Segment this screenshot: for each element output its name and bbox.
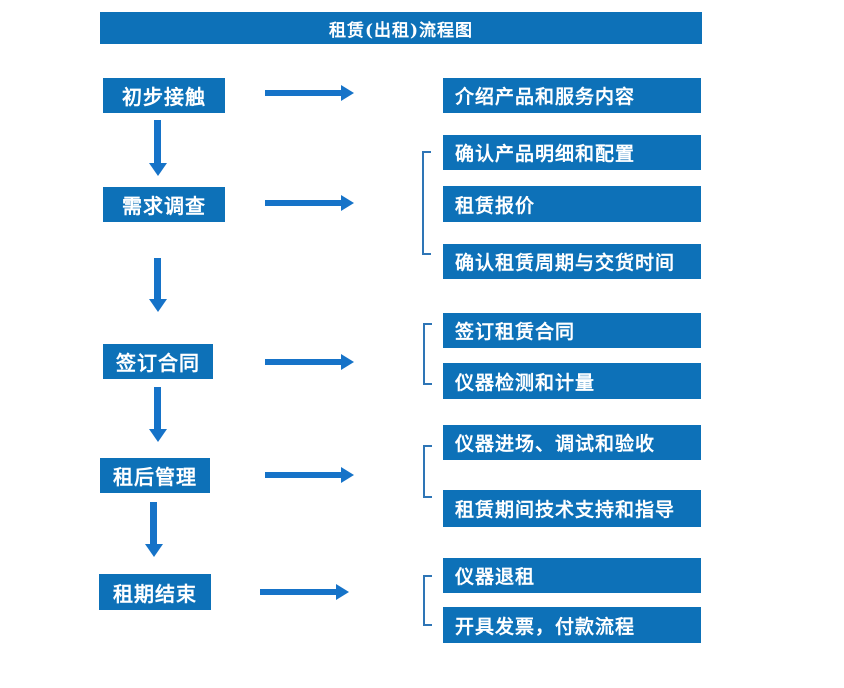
step-box-lease-end: 租期结束	[99, 574, 211, 610]
page-title: 租赁(出租)流程图	[100, 12, 702, 44]
down-arrow-icon	[154, 120, 161, 164]
detail-box-instrument-return: 仪器退租	[443, 558, 701, 593]
right-arrow-icon	[265, 200, 342, 206]
detail-box-rental-quote: 租赁报价	[443, 186, 701, 222]
down-arrow-icon	[150, 502, 157, 545]
detail-box-instrument-setup-acceptance: 仪器进场、调试和验收	[443, 425, 701, 460]
detail-box-technical-support: 租赁期间技术支持和指导	[443, 490, 701, 527]
detail-box-confirm-product-details: 确认产品明细和配置	[443, 135, 701, 170]
bracket-connector	[422, 151, 431, 255]
step-box-demand-survey: 需求调查	[103, 187, 225, 222]
detail-box-confirm-rental-period: 确认租赁周期与交货时间	[443, 244, 701, 279]
bracket-connector	[423, 445, 432, 498]
down-arrow-icon	[154, 258, 161, 300]
down-arrow-icon	[154, 387, 161, 430]
step-box-initial-contact: 初步接触	[103, 78, 225, 113]
right-arrow-icon	[265, 359, 342, 365]
detail-box-invoice-payment: 开具发票，付款流程	[443, 607, 701, 643]
right-arrow-icon	[265, 472, 342, 478]
bracket-connector	[423, 575, 432, 626]
detail-box-sign-rental-contract: 签订租赁合同	[443, 313, 701, 348]
detail-box-introduce-products: 介绍产品和服务内容	[443, 78, 701, 113]
right-arrow-icon	[260, 589, 337, 595]
step-box-sign-contract: 签订合同	[103, 344, 213, 379]
bracket-connector	[423, 323, 432, 385]
step-box-post-rental-management: 租后管理	[100, 458, 210, 493]
detail-box-instrument-testing: 仪器检测和计量	[443, 363, 701, 399]
right-arrow-icon	[265, 90, 342, 96]
